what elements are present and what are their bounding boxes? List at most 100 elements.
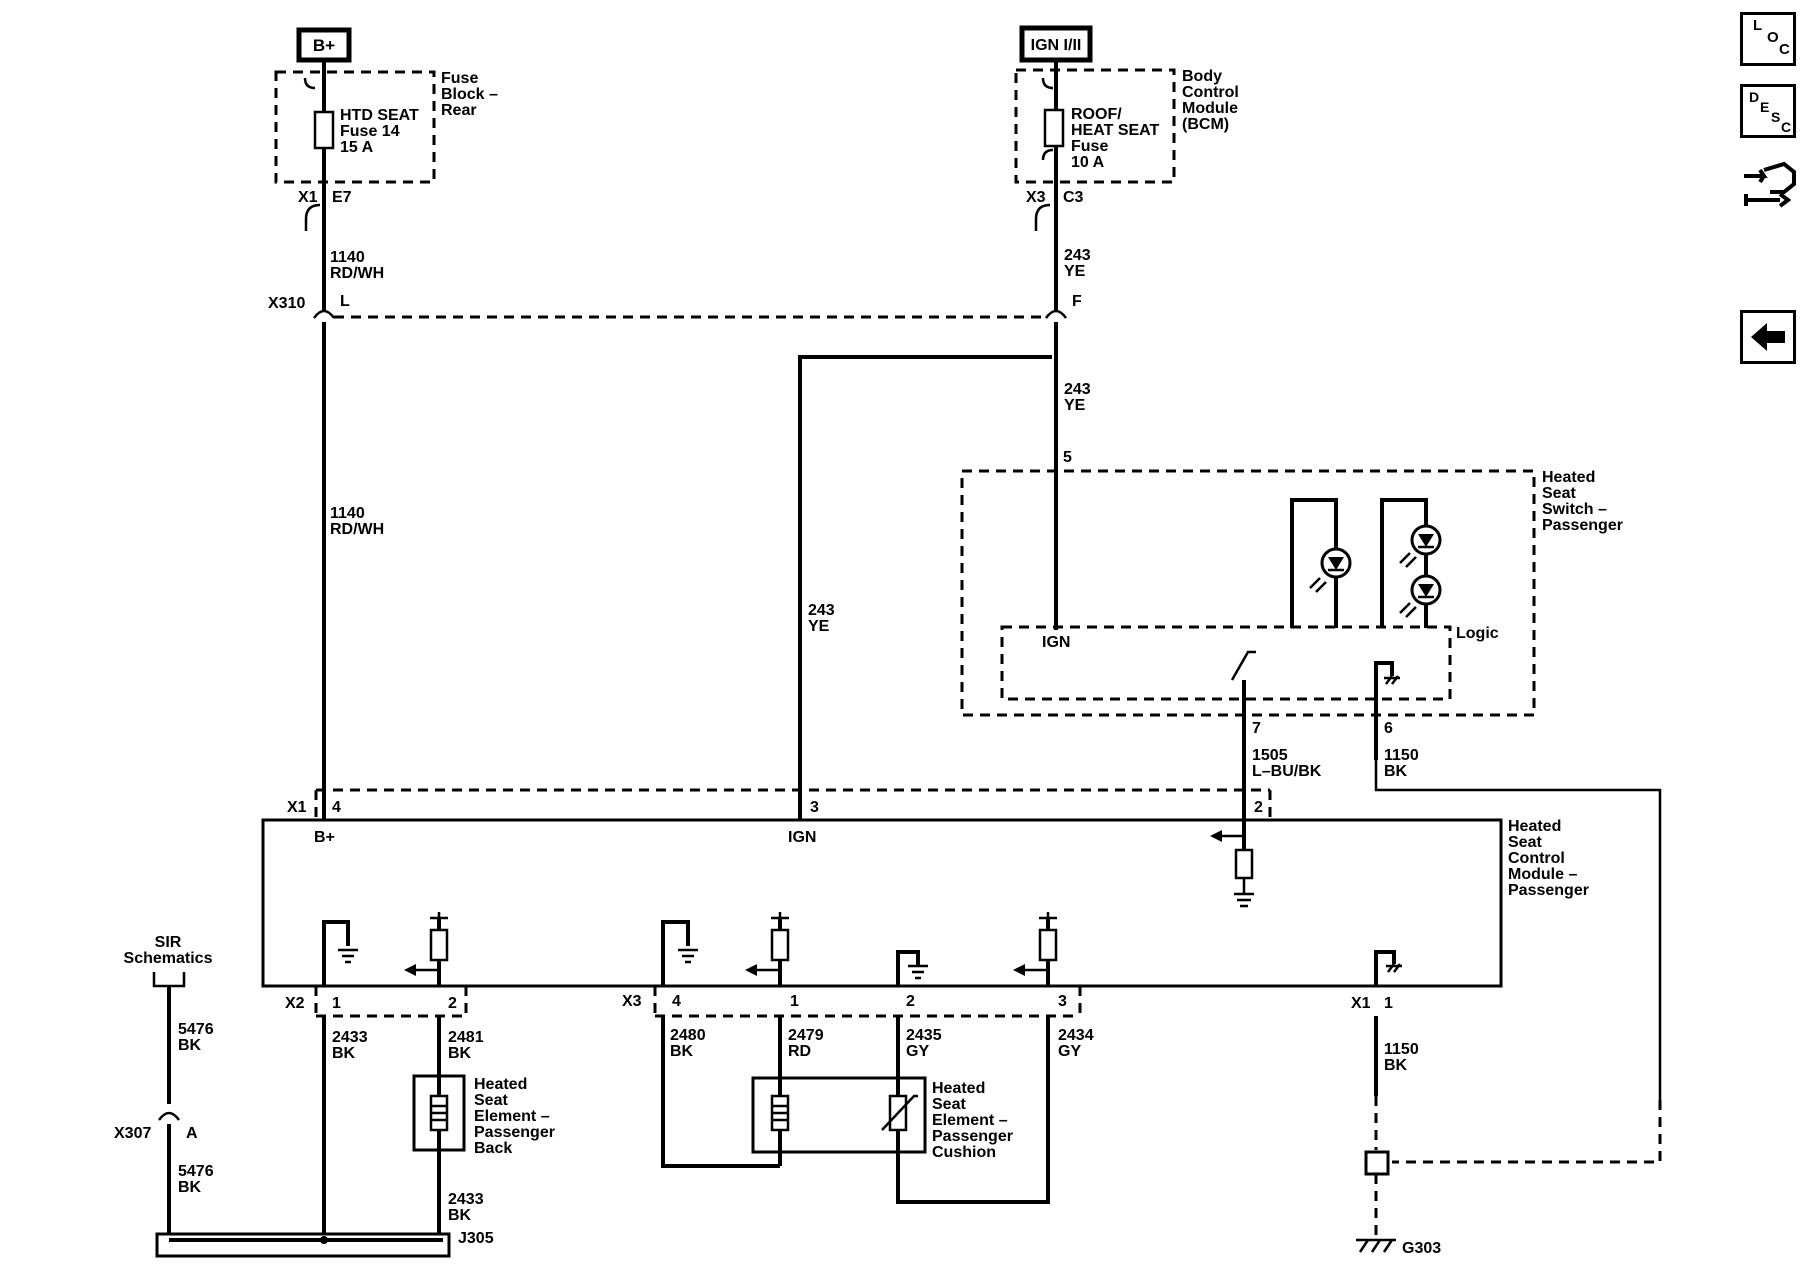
svg-text:A: A: [186, 1125, 198, 1142]
svg-text:Passenger: Passenger: [932, 1128, 1013, 1145]
svg-text:2: 2: [1254, 799, 1263, 816]
inline-connector-x310: X310 L F: [268, 293, 1082, 319]
svg-text:Back: Back: [474, 1140, 512, 1157]
svg-text:C3: C3: [1063, 189, 1084, 206]
heated-seat-switch-passenger: 5 Heated Seat Switch – Passenger Logic I…: [960, 449, 1623, 760]
svg-text:G303: G303: [1402, 1240, 1441, 1257]
svg-text:5476: 5476: [178, 1021, 214, 1038]
svg-text:Seat: Seat: [1508, 834, 1542, 851]
svg-text:IGN I/II: IGN I/II: [1031, 37, 1082, 54]
svg-text:Rear: Rear: [441, 102, 477, 119]
svg-text:B+: B+: [313, 36, 335, 55]
svg-text:1505: 1505: [1252, 747, 1288, 764]
battery-source: B+: [296, 27, 352, 63]
indicator-led: [1309, 547, 1352, 593]
heated-seat-control-module-passenger: X1 4 3 2 B+ IGN Heated Seat Control Modu…: [261, 788, 1589, 1018]
svg-text:1150: 1150: [1384, 747, 1419, 764]
svg-text:1150: 1150: [1384, 1041, 1419, 1058]
svg-text:RD/WH: RD/WH: [330, 265, 384, 282]
svg-text:X3: X3: [1026, 189, 1046, 206]
repair-procedure-button[interactable]: [1740, 150, 1798, 220]
svg-text:1: 1: [332, 995, 341, 1012]
svg-text:Logic: Logic: [1456, 625, 1499, 642]
desc-letter-s: S: [1771, 109, 1781, 125]
svg-text:IGN: IGN: [788, 829, 816, 846]
svg-text:3: 3: [810, 799, 819, 816]
heated-seat-element-passenger-cushion: Heated Seat Element – Passenger Cushion: [751, 1076, 1013, 1161]
svg-text:BK: BK: [1384, 1057, 1408, 1074]
svg-text:Cushion: Cushion: [932, 1144, 996, 1161]
svg-text:7: 7: [1252, 720, 1261, 737]
svg-text:X310: X310: [268, 295, 305, 312]
svg-text:BK: BK: [448, 1045, 472, 1062]
inline-connector-x307: X307 A: [114, 1111, 198, 1142]
svg-text:L–BU/BK: L–BU/BK: [1252, 763, 1322, 780]
svg-text:SIR: SIR: [155, 934, 182, 951]
loc-letter-l: L: [1753, 17, 1763, 34]
svg-text:Seat: Seat: [1542, 485, 1576, 502]
svg-text:BK: BK: [178, 1037, 202, 1054]
svg-text:5: 5: [1063, 449, 1072, 466]
svg-text:HEAT SEAT: HEAT SEAT: [1071, 122, 1160, 139]
svg-text:Fuse 14: Fuse 14: [340, 123, 400, 140]
desc-letter-c: C: [1781, 119, 1792, 135]
svg-text:GY: GY: [1058, 1043, 1081, 1060]
svg-text:Passenger: Passenger: [1542, 517, 1623, 534]
svg-text:4: 4: [332, 799, 341, 816]
svg-text:L: L: [340, 293, 350, 310]
svg-text:YE: YE: [1064, 263, 1086, 280]
svg-text:Schematics: Schematics: [124, 950, 213, 967]
svg-text:Heated: Heated: [1542, 469, 1595, 486]
svg-text:5476: 5476: [178, 1163, 214, 1180]
svg-text:243: 243: [1064, 381, 1091, 398]
ignition-source: IGN I/II: [1019, 25, 1093, 63]
description-view-button[interactable]: D E S C: [1740, 84, 1796, 138]
svg-text:X1: X1: [287, 799, 307, 816]
svg-text:Element –: Element –: [932, 1112, 1008, 1129]
svg-text:1140: 1140: [330, 249, 365, 266]
svg-text:2: 2: [448, 995, 457, 1012]
ground-connector: [1364, 1150, 1390, 1176]
fuse-block-rear: Fuse Block – Rear HTD SEAT Fuse 14 15 A …: [274, 70, 498, 231]
svg-text:Module –: Module –: [1508, 866, 1577, 883]
heated-seat-element-passenger-back: Heated Seat Element – Passenger Back: [412, 1074, 555, 1157]
svg-text:243: 243: [1064, 247, 1091, 264]
location-view-button[interactable]: L O C: [1740, 12, 1796, 66]
svg-text:10 A: 10 A: [1071, 154, 1105, 171]
ground-g303: G303: [1356, 1238, 1441, 1257]
svg-text:Fuse: Fuse: [1071, 138, 1108, 155]
svg-text:BK: BK: [332, 1045, 356, 1062]
svg-text:Element –: Element –: [474, 1108, 550, 1125]
svg-text:Control: Control: [1508, 850, 1565, 867]
svg-text:GY: GY: [906, 1043, 929, 1060]
back-button[interactable]: [1740, 310, 1796, 364]
fuse-14-symbol: [313, 110, 335, 150]
svg-text:ROOF/: ROOF/: [1071, 106, 1122, 123]
svg-text:2480: 2480: [670, 1027, 706, 1044]
fuse-roof-heat-seat-symbol: [1043, 108, 1065, 148]
svg-text:X3: X3: [622, 993, 642, 1010]
svg-text:BK: BK: [670, 1043, 694, 1060]
svg-text:F: F: [1072, 293, 1082, 310]
svg-text:Passenger: Passenger: [1508, 882, 1589, 899]
svg-text:2433: 2433: [448, 1191, 484, 1208]
svg-text:Heated: Heated: [1508, 818, 1561, 835]
svg-text:RD/WH: RD/WH: [330, 521, 384, 538]
svg-text:B+: B+: [314, 829, 335, 846]
desc-letter-d: D: [1749, 89, 1760, 105]
indicator-led-high: [1399, 524, 1442, 568]
svg-text:Passenger: Passenger: [474, 1124, 555, 1141]
hand-wrench-icon: [1744, 161, 1796, 208]
indicator-led-low: [1399, 574, 1442, 618]
svg-text:J305: J305: [458, 1230, 494, 1247]
svg-text:Seat: Seat: [474, 1092, 508, 1109]
loc-letter-c: C: [1779, 41, 1790, 58]
svg-text:(BCM): (BCM): [1182, 116, 1229, 133]
svg-text:3: 3: [1058, 993, 1067, 1010]
svg-text:2435: 2435: [906, 1027, 942, 1044]
svg-text:X1: X1: [298, 189, 318, 206]
svg-text:BK: BK: [1384, 763, 1408, 780]
svg-text:2433: 2433: [332, 1029, 368, 1046]
svg-text:Heated: Heated: [932, 1080, 985, 1097]
splice-j305: J305: [155, 1230, 494, 1258]
